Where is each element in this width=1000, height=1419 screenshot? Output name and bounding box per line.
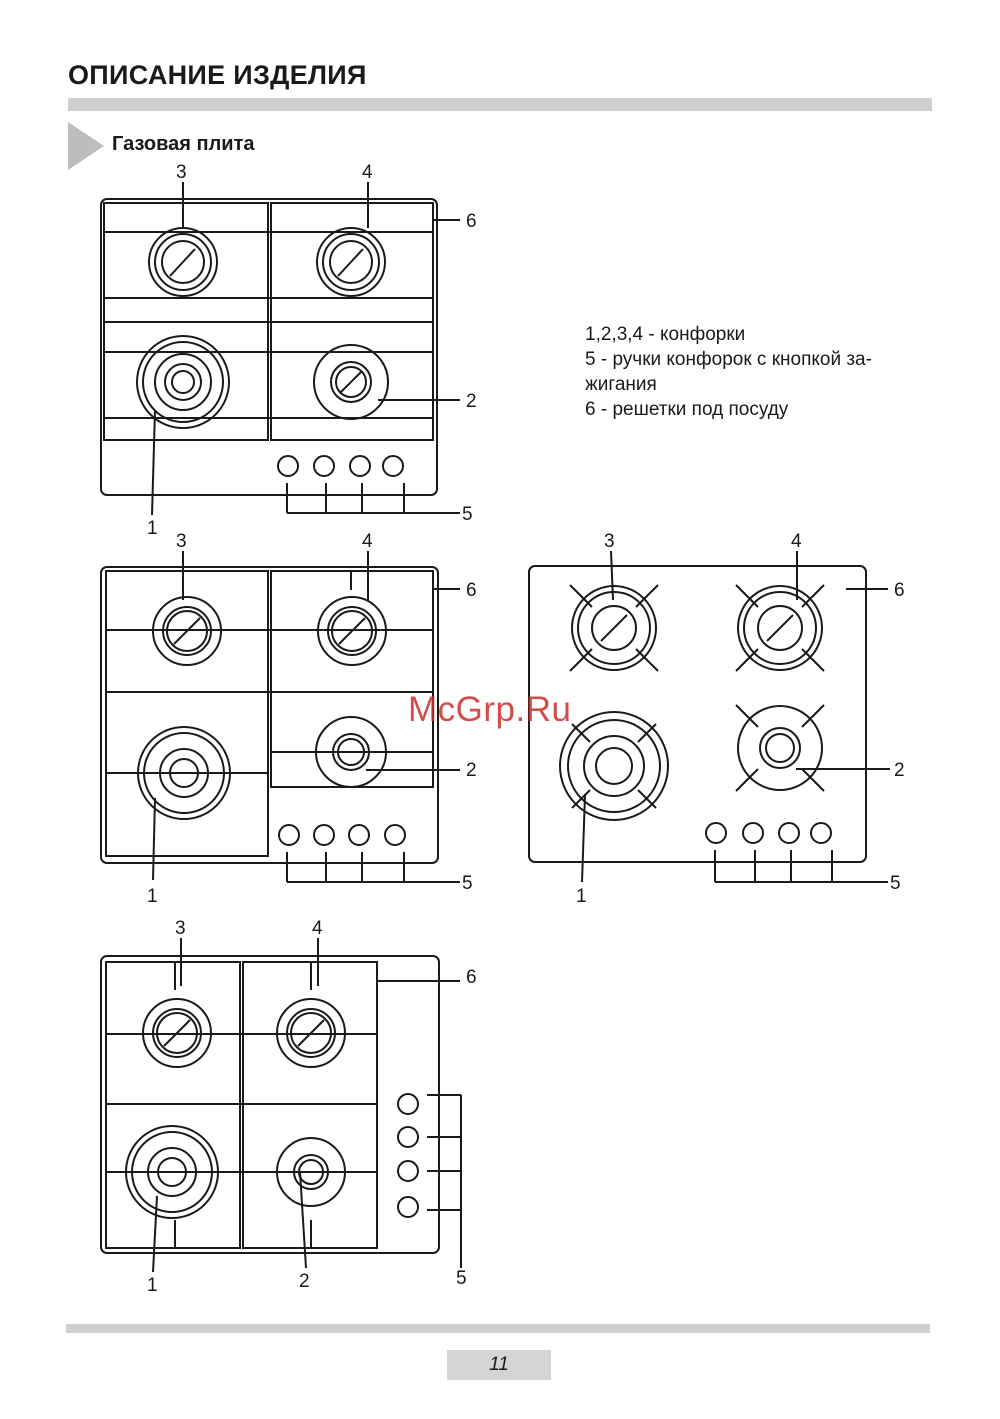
legend-line-grates: 6 - решетки под посуду: [585, 399, 789, 420]
label-burner-2: 2: [894, 760, 905, 781]
label-knobs: 5: [462, 873, 473, 894]
header-rule: [68, 98, 932, 111]
label-burner-2: 2: [466, 391, 477, 412]
callout-labels: 3 4 6 2 1 5 3 4 6 2 1 5 3 4 6 2 1 5 3 4 …: [147, 162, 905, 1296]
section-title: Газовая плита: [112, 133, 255, 155]
legend-line-knobs-cont: жигания: [585, 374, 657, 395]
label-knobs: 5: [462, 504, 473, 525]
page-title: ОПИСАНИЕ ИЗДЕЛИЯ: [68, 60, 367, 90]
watermark: McGrp.Ru: [408, 690, 572, 729]
footer-rule: [66, 1324, 930, 1333]
hob-diagram-2: [100, 551, 460, 883]
label-burner-3: 3: [175, 918, 186, 939]
legend: 1,2,3,4 - конфорки 5 - ручки конфорок с …: [585, 322, 915, 422]
legend-line-knobs: 5 - ручки конфорок с кнопкой за-: [585, 349, 872, 370]
label-burner-3: 3: [604, 531, 615, 552]
label-burner-2: 2: [466, 760, 477, 781]
label-knobs: 5: [456, 1268, 467, 1289]
hob-diagram-1: [100, 182, 460, 516]
hob-diagram-4: [100, 938, 462, 1273]
hob-diagram-3: [528, 550, 890, 883]
label-burner-4: 4: [362, 162, 373, 183]
label-burner-1: 1: [147, 886, 158, 907]
label-grates: 6: [894, 580, 905, 601]
label-knobs: 5: [890, 873, 901, 894]
page-number: 11: [447, 1350, 551, 1380]
label-grates: 6: [466, 211, 477, 232]
label-burner-2: 2: [299, 1271, 310, 1292]
label-burner-1: 1: [147, 518, 158, 539]
label-burner-3: 3: [176, 162, 187, 183]
label-burner-4: 4: [312, 918, 323, 939]
label-burner-4: 4: [362, 531, 373, 552]
label-burner-1: 1: [147, 1275, 158, 1296]
label-burner-4: 4: [791, 531, 802, 552]
legend-line-burners: 1,2,3,4 - конфорки: [585, 324, 746, 345]
section-arrow-icon: [68, 122, 104, 170]
label-grates: 6: [466, 967, 477, 988]
label-burner-1: 1: [576, 886, 587, 907]
label-grates: 6: [466, 580, 477, 601]
label-burner-3: 3: [176, 531, 187, 552]
